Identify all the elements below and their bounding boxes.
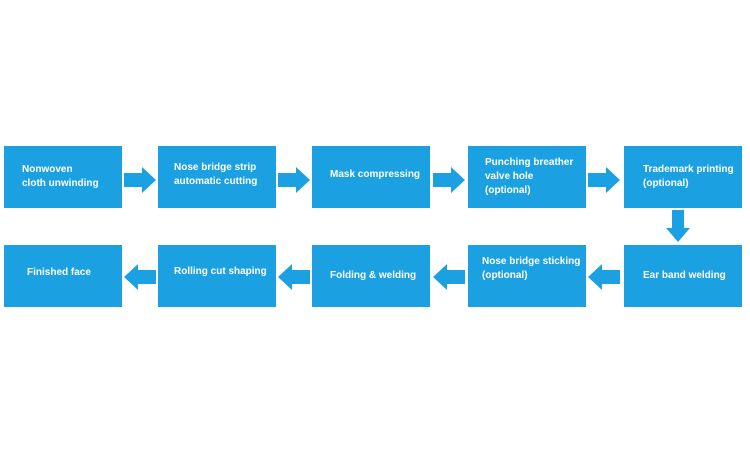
step-ear-band-welding: Ear band welding <box>624 245 742 307</box>
arrow-right-icon <box>278 167 310 193</box>
arrow-right-icon <box>433 167 465 193</box>
arrow-left-icon <box>278 264 310 290</box>
step-punching-breather-valve-hole: Punching breather valve hole (optional) <box>468 146 586 208</box>
step-nose-bridge-strip-cutting: Nose bridge strip automatic cutting <box>158 146 276 208</box>
step-label: Punching breather valve hole (optional) <box>485 157 574 196</box>
arrow-down-icon <box>666 210 690 242</box>
arrow-right-icon <box>124 167 156 193</box>
step-folding-welding: Folding & welding <box>312 245 430 307</box>
arrow-left-icon <box>124 264 156 290</box>
step-finished-face: Finished face <box>4 245 122 307</box>
arrow-left-icon <box>588 264 620 290</box>
step-nonwoven-cloth-unwinding: Nonwoven cloth unwinding <box>4 146 122 208</box>
step-label: Nose bridge sticking (optional) <box>482 256 581 281</box>
arrow-right-icon <box>588 167 620 193</box>
step-label: Folding & welding <box>330 270 417 281</box>
step-mask-compressing: Mask compressing <box>312 146 430 208</box>
step-nose-bridge-sticking: Nose bridge sticking (optional) <box>468 245 586 307</box>
step-label: Nonwoven cloth unwinding <box>22 164 99 189</box>
step-label: Ear band welding <box>643 270 726 281</box>
step-rolling-cut-shaping: Rolling cut shaping <box>158 245 276 307</box>
step-label: Trademark printing (optional) <box>643 164 734 189</box>
step-label: Rolling cut shaping <box>174 266 267 277</box>
arrow-left-icon <box>433 264 465 290</box>
step-label: Nose bridge strip automatic cutting <box>174 162 258 187</box>
step-label: Finished face <box>27 267 91 278</box>
step-label: Mask compressing <box>330 169 421 180</box>
step-trademark-printing: Trademark printing (optional) <box>624 146 742 208</box>
